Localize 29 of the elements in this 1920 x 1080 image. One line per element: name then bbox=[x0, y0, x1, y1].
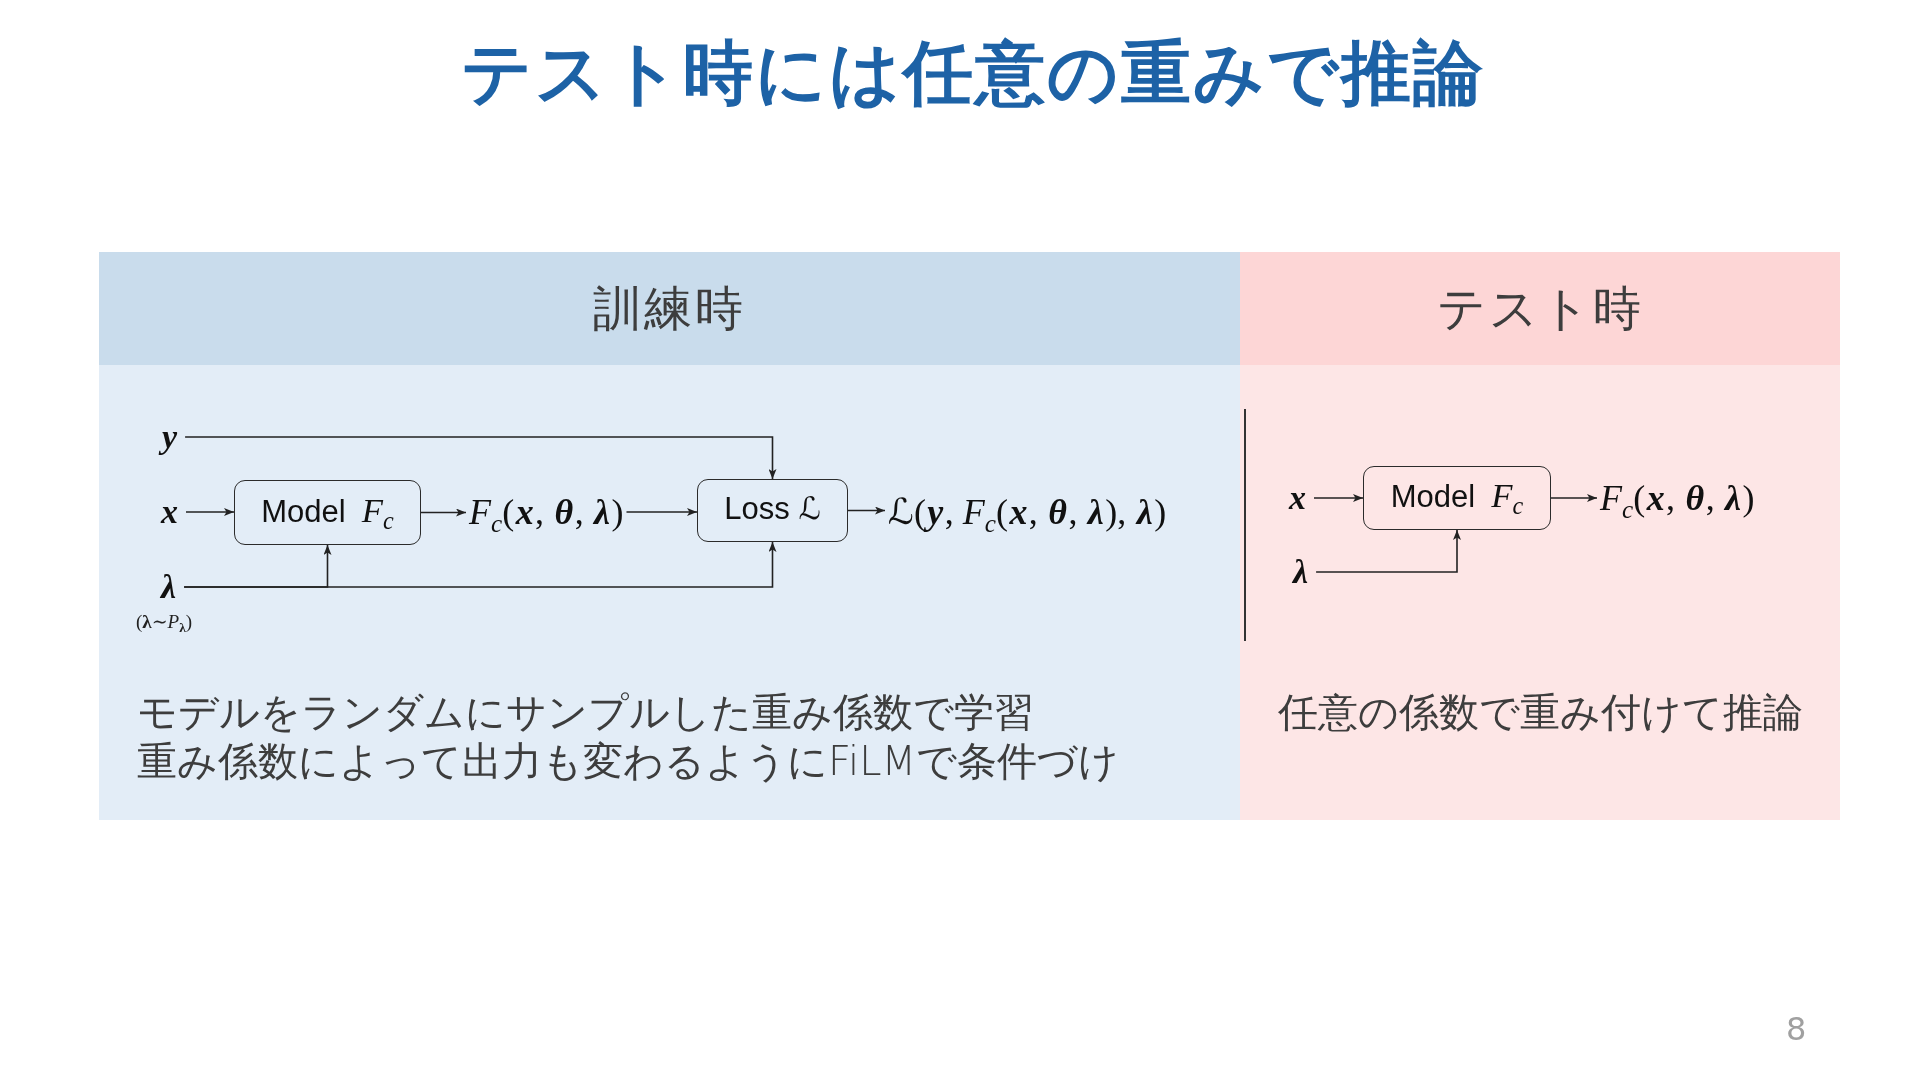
arrow bbox=[420, 508, 467, 517]
column-header: 訓練時 bbox=[99, 252, 1240, 365]
formula-note: (λ∼P$_{λ}$) bbox=[136, 610, 193, 634]
formula-text: F$_{c}$(x, θ, λ) bbox=[466, 490, 627, 534]
arrow bbox=[183, 541, 777, 588]
arrow bbox=[185, 508, 235, 516]
caption-text: 重み係数によって出力も変わるようにFiLMで条件づけ bbox=[137, 737, 1119, 786]
arrow bbox=[847, 506, 886, 515]
arrow bbox=[625, 508, 698, 516]
process-box: Model F$_{c}$ bbox=[1363, 466, 1551, 530]
arrow bbox=[184, 436, 777, 480]
page-number: 8 bbox=[1786, 1009, 1807, 1050]
variable-label: λ bbox=[1293, 552, 1317, 592]
formula-text: F$_{c}$(x, θ, λ) bbox=[1597, 476, 1758, 520]
formula-text: ℒ(y, F$_{c}$(x, θ, λ), λ) bbox=[885, 490, 1170, 534]
caption-text: 任意の係数で重み付けて推論 bbox=[1277, 688, 1803, 737]
column-panel bbox=[1240, 252, 1840, 820]
column-header: テスト時 bbox=[1240, 252, 1840, 365]
process-box: Model F$_{c}$ bbox=[234, 480, 421, 545]
process-box: Loss ℒ bbox=[697, 479, 848, 542]
arrow bbox=[1313, 494, 1364, 502]
variable-label: λ bbox=[161, 567, 185, 607]
column-panel bbox=[99, 252, 1240, 820]
variable-label: x bbox=[161, 492, 186, 532]
arrow bbox=[1315, 529, 1461, 573]
variable-label: x bbox=[1289, 478, 1314, 518]
arrow bbox=[1550, 494, 1598, 502]
slide-title: テスト時には任意の重みで推論 bbox=[460, 31, 1486, 116]
caption-text: モデルをランダムにサンプルした重み係数で学習 bbox=[137, 688, 1034, 737]
